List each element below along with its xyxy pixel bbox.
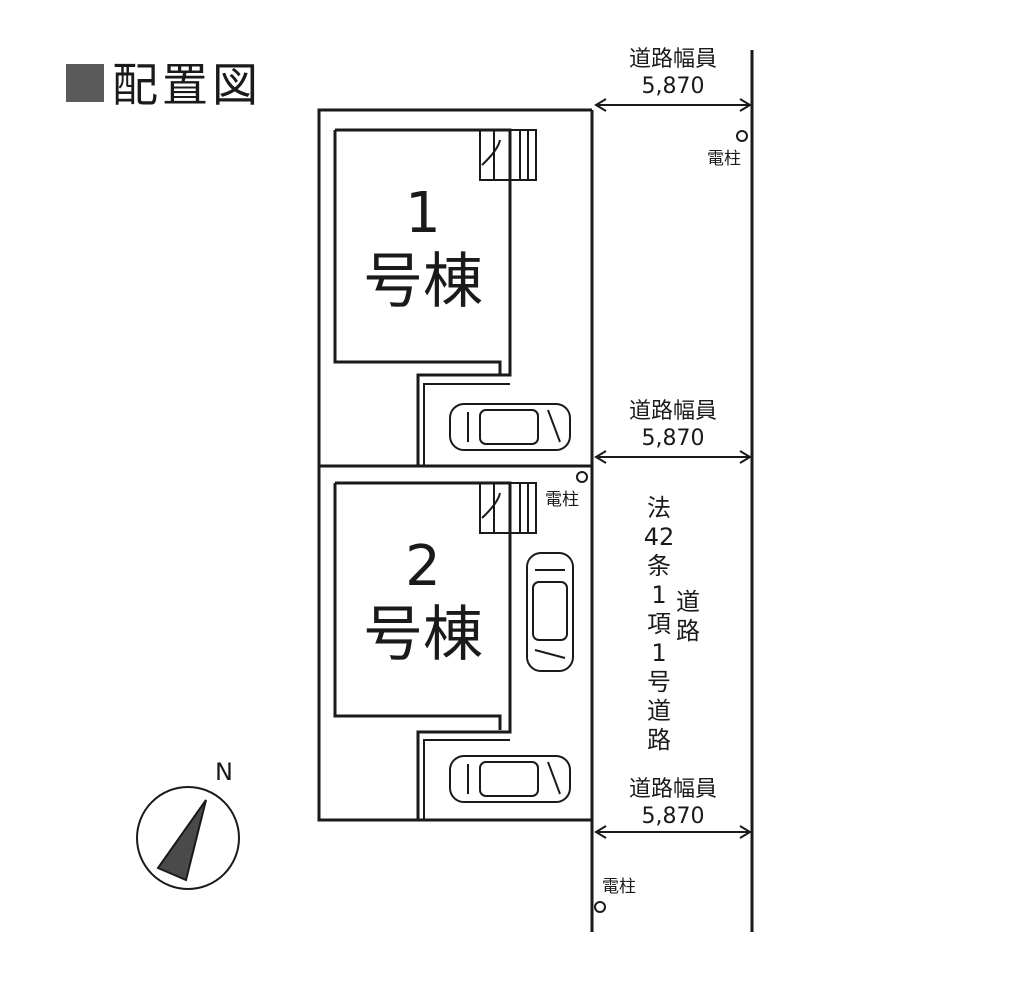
utility-pole-icon [594, 901, 606, 913]
road-type-char: 1 [651, 639, 666, 667]
road-width-value-2: 5,870 [642, 426, 705, 451]
utility-pole-3: 電柱 [594, 877, 636, 913]
road-width-value-3: 5,870 [642, 804, 705, 829]
road-width-dimension-3: 道路幅員 5,870 [594, 777, 752, 839]
north-label: N [215, 758, 233, 786]
road-width-label-1: 道路幅員 [629, 47, 717, 72]
car-1-icon [449, 403, 571, 451]
car-2-icon [526, 552, 574, 672]
page-title: 配置図 [112, 58, 262, 112]
road-type-label: 法 42 条 1 項 1 号 道 路 道 路 [644, 494, 700, 754]
utility-pole-label-3: 電柱 [602, 877, 636, 897]
north-compass-icon: N [136, 758, 240, 890]
utility-pole-label-1: 電柱 [707, 149, 741, 169]
road-type-char: 路 [676, 617, 700, 645]
building-2: 2 号棟 [333, 481, 537, 820]
utility-pole-icon [576, 471, 588, 483]
road-width-dimension-2: 道路幅員 5,870 [594, 399, 752, 464]
utility-pole-icon [736, 130, 748, 142]
lot-outline [317, 50, 754, 932]
title-square-icon [66, 64, 104, 102]
building-1-number: 1 [405, 181, 441, 246]
building-1: 1 号棟 [333, 128, 537, 466]
car-3-icon [449, 755, 571, 803]
utility-pole-2: 電柱 [545, 471, 588, 510]
road-type-char: 号 [647, 668, 671, 696]
road-type-char: 路 [647, 726, 671, 754]
building-2-label: 号棟 [363, 600, 483, 670]
road-width-value-1: 5,870 [642, 74, 705, 99]
road-type-char: 道 [676, 588, 700, 616]
road-type-char: 42 [644, 523, 675, 551]
utility-pole-label-2: 電柱 [545, 490, 579, 510]
road-width-label-2: 道路幅員 [629, 399, 717, 424]
road-type-char: 法 [647, 494, 671, 522]
road-width-dimension-1: 道路幅員 5,870 [594, 47, 752, 112]
building-1-label: 号棟 [363, 247, 483, 317]
road-type-char: 1 [651, 581, 666, 609]
road-type-char: 項 [647, 610, 671, 638]
building-2-number: 2 [405, 534, 441, 599]
road-type-char: 条 [647, 552, 671, 580]
road-width-label-3: 道路幅員 [629, 777, 717, 802]
utility-pole-1: 電柱 [707, 130, 748, 169]
road-type-char: 道 [647, 697, 671, 725]
